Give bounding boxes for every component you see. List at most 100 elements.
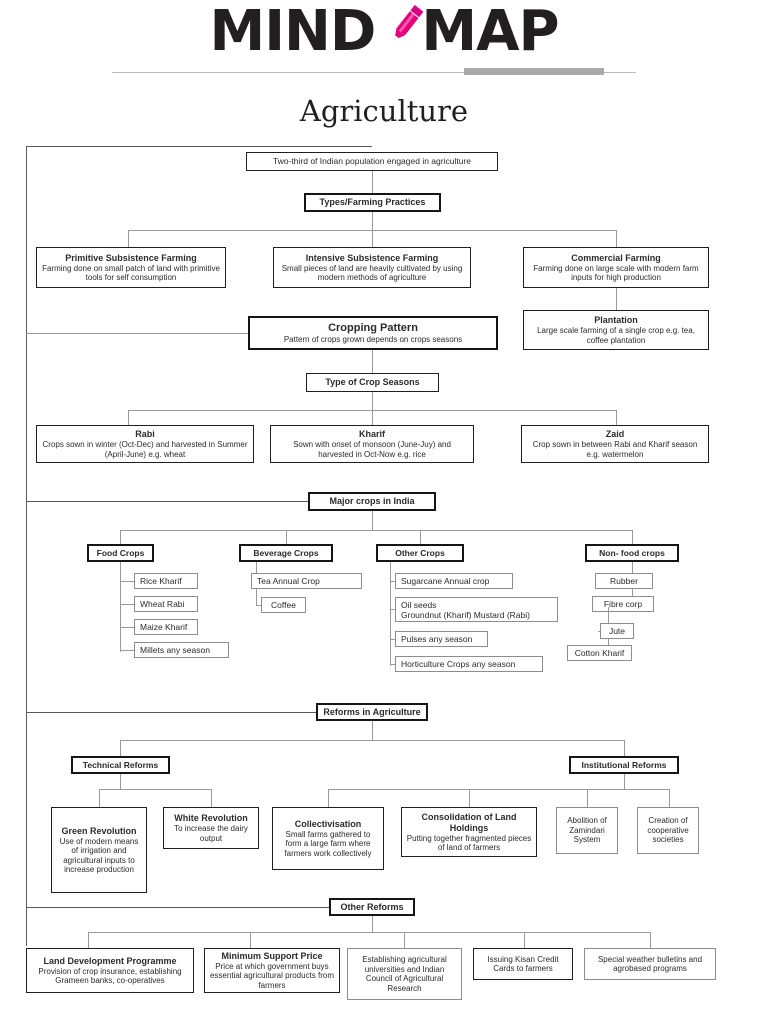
connector xyxy=(120,650,134,651)
connector xyxy=(120,627,134,628)
other-reform-minimum-support-price[interactable]: Minimum Support Price Price at which gov… xyxy=(204,948,340,993)
reforms-node[interactable]: Reforms in Agriculture xyxy=(316,703,428,721)
plantation-node[interactable]: Plantation Large scale farming of a sing… xyxy=(523,310,709,350)
connector xyxy=(250,932,251,948)
connector xyxy=(120,774,121,789)
major-crops-node[interactable]: Major crops in India xyxy=(308,492,436,511)
connector xyxy=(128,410,129,425)
spine-branch-other-reforms xyxy=(26,907,329,908)
connector xyxy=(616,230,617,247)
season-rabi[interactable]: Rabi Crops sown in winter (Oct-Dec) and … xyxy=(36,425,254,463)
crop-category-other-crops[interactable]: Other Crops xyxy=(376,544,464,562)
crop-item[interactable]: Wheat Rabi xyxy=(134,596,198,612)
crop-item[interactable]: Coffee xyxy=(261,597,306,613)
connector xyxy=(372,410,373,425)
connector xyxy=(390,562,391,666)
crop-item[interactable]: Tea Annual Crop xyxy=(251,573,362,589)
spine-branch-cropping xyxy=(26,333,248,334)
other-reform-agricultural-universities[interactable]: Establishing agricultural universities a… xyxy=(347,948,462,1000)
crop-item[interactable]: Cotton Kharif xyxy=(567,645,632,661)
connector xyxy=(88,932,89,948)
connector xyxy=(524,932,525,948)
types-farming-practices-node[interactable]: Types/Farming Practices xyxy=(304,193,441,212)
crop-item[interactable]: Maize Kharif xyxy=(134,619,198,635)
connector-bus xyxy=(328,789,669,790)
farming-type-intensive[interactable]: Intensive Subsistence Farming Small piec… xyxy=(273,247,471,288)
crop-item[interactable]: Fibre corp xyxy=(592,596,654,612)
connector-bus xyxy=(99,789,211,790)
technical-reforms-node[interactable]: Technical Reforms xyxy=(71,756,170,774)
crop-category-food-crops[interactable]: Food Crops xyxy=(87,544,154,562)
spine-branch-reforms xyxy=(26,712,316,713)
connector-bus xyxy=(120,530,632,531)
main-spine xyxy=(26,146,27,946)
connector xyxy=(120,604,134,605)
spine-branch-major-crops xyxy=(26,501,308,502)
crop-item[interactable]: Oil seeds Groundnut (Kharif) Mustard (Ra… xyxy=(395,597,558,622)
header-divider-accent xyxy=(464,68,604,75)
crop-category-non-food-crops[interactable]: Non- food crops xyxy=(585,544,679,562)
other-reform-kisan-credit-cards[interactable]: Issuing Kisan Credit Cards to farmers xyxy=(473,948,573,980)
intro-node[interactable]: Two-third of Indian population engaged i… xyxy=(246,152,498,171)
other-reform-weather-bulletins[interactable]: Special weather bulletins and agrobased … xyxy=(584,948,716,980)
crop-item[interactable]: Rubber xyxy=(595,573,653,589)
connector xyxy=(420,530,421,544)
other-reform-land-development[interactable]: Land Development Programme Provision of … xyxy=(26,948,194,993)
connector xyxy=(372,350,373,373)
reform-cooperative-societies[interactable]: Creation of cooperative societies xyxy=(637,807,699,854)
crop-item[interactable]: Horticulture Crops any season xyxy=(395,656,543,672)
connector xyxy=(650,932,651,948)
cropping-pattern-node[interactable]: Cropping Pattern Pattern of crops grown … xyxy=(248,316,498,350)
reform-collectivisation[interactable]: Collectivisation Small farms gathered to… xyxy=(272,807,384,870)
title-map: MAP xyxy=(421,0,559,64)
connector xyxy=(372,392,373,410)
reform-consolidation-land-holdings[interactable]: Consolidation of Land Holdings Putting t… xyxy=(401,807,537,857)
reform-green-revolution[interactable]: Green Revolution Use of modern means of … xyxy=(51,807,147,893)
connector xyxy=(372,721,373,740)
connector xyxy=(211,789,212,807)
title-mind: MIND xyxy=(209,0,376,64)
crop-item[interactable]: Millets any season xyxy=(134,642,229,658)
connector xyxy=(328,789,329,807)
connector xyxy=(624,774,625,789)
crop-item[interactable]: Rice Kharif xyxy=(134,573,198,589)
connector xyxy=(120,740,121,756)
connector-bus xyxy=(88,932,650,933)
connector xyxy=(404,932,405,948)
season-zaid[interactable]: Zaid Crop sown in between Rabi and Khari… xyxy=(521,425,709,463)
reform-white-revolution[interactable]: White Revolution To increase the dairy o… xyxy=(163,807,259,849)
connector xyxy=(120,530,121,544)
farming-type-primitive[interactable]: Primitive Subsistence Farming Farming do… xyxy=(36,247,226,288)
crop-item[interactable]: Sugarcane Annual crop xyxy=(395,573,513,589)
connector xyxy=(616,410,617,425)
season-kharif[interactable]: Kharif Sown with onset of monsoon (June-… xyxy=(270,425,474,463)
pencil-icon xyxy=(394,4,424,40)
connector-bus xyxy=(120,740,624,741)
connector xyxy=(669,789,670,807)
connector xyxy=(616,288,617,310)
connector xyxy=(372,171,373,193)
subject-title: Agriculture xyxy=(299,94,469,128)
other-reforms-node[interactable]: Other Reforms xyxy=(329,898,415,916)
connector xyxy=(120,562,121,652)
connector xyxy=(128,230,129,247)
connector xyxy=(120,581,134,582)
connector xyxy=(469,789,470,807)
connector xyxy=(587,789,588,807)
connector xyxy=(372,212,373,230)
connector xyxy=(286,530,287,544)
connector xyxy=(372,230,373,247)
crop-category-beverage-crops[interactable]: Beverage Crops xyxy=(239,544,333,562)
crop-seasons-node[interactable]: Type of Crop Seasons xyxy=(306,373,439,392)
farming-type-commercial[interactable]: Commercial Farming Farming done on large… xyxy=(523,247,709,288)
crop-item[interactable]: Pulses any season xyxy=(395,631,488,647)
institutional-reforms-node[interactable]: Institutional Reforms xyxy=(569,756,679,774)
connector xyxy=(372,511,373,530)
connector xyxy=(99,789,100,807)
header-divider xyxy=(112,72,636,73)
reform-abolition-zamindari[interactable]: Abolition of Zamindari System xyxy=(556,807,618,854)
connector xyxy=(632,530,633,544)
crop-item[interactable]: Jute xyxy=(600,623,634,639)
spine-branch-intro xyxy=(26,146,372,147)
